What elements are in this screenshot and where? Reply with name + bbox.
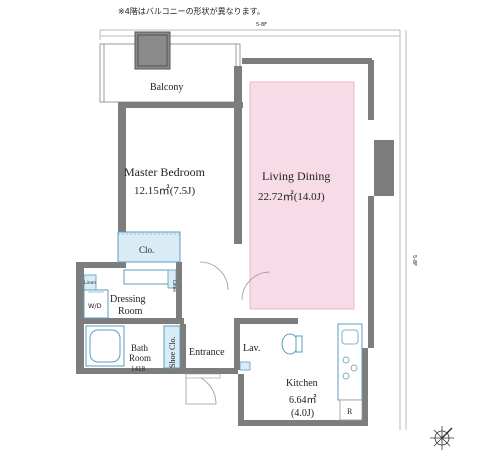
dimension-mark-top: 5-8F — [256, 22, 267, 28]
kitchen-area-label: 6.64㎡ — [289, 394, 317, 406]
living-dining-highlight — [249, 81, 355, 310]
living-dining-area: 22.72㎡(14.0J) — [258, 190, 325, 203]
floor-note: ※4階はバルコニーの形状が異なります。 — [118, 6, 265, 16]
balcony-label: Balcony — [150, 82, 183, 93]
master-bedroom-label: Master Bedroom — [124, 165, 206, 179]
refrigerator-label: R — [347, 407, 353, 416]
dressing-room-fixtures — [83, 269, 177, 319]
bath-label: Bath — [131, 343, 148, 353]
bath-size-label: 1418 — [131, 365, 146, 373]
wall-top-bedroom — [118, 102, 243, 108]
living-dining-label: Living Dining — [262, 169, 330, 183]
entrance-label: Entrance — [189, 347, 225, 358]
lav-label: Lav. — [243, 343, 260, 354]
shoe-closet — [163, 325, 181, 369]
kitchen-counter — [337, 323, 363, 421]
kitchen-j-label: (4.0J) — [291, 408, 314, 419]
walls — [76, 58, 394, 426]
closet-label: Clo. — [139, 245, 154, 255]
compass-icon — [430, 426, 454, 450]
dressing-label: Dressing — [110, 294, 146, 305]
toilet — [281, 333, 303, 355]
shoe-closet-label: Shoe Clo. — [168, 336, 177, 368]
lav-sink — [239, 361, 251, 371]
entrance-door — [185, 373, 221, 379]
linen-label-right: Linen — [171, 280, 177, 292]
closet — [117, 231, 181, 263]
linen-label-left: Linen — [84, 280, 96, 286]
bath-room-label: Room — [129, 353, 151, 363]
bedroom-door-swing — [199, 261, 229, 291]
kitchen-label: Kitchen — [286, 378, 318, 389]
washer-dryer-label: W/D — [88, 302, 102, 310]
entrance-door-swing — [185, 373, 217, 405]
living-door-swing — [241, 271, 271, 301]
dimension-mark-right: 5-8F — [411, 255, 417, 266]
bathtub — [85, 325, 125, 367]
dressing-room-label: Room — [118, 306, 143, 317]
master-bedroom-area: 12.15㎡(7.5J) — [134, 184, 195, 197]
